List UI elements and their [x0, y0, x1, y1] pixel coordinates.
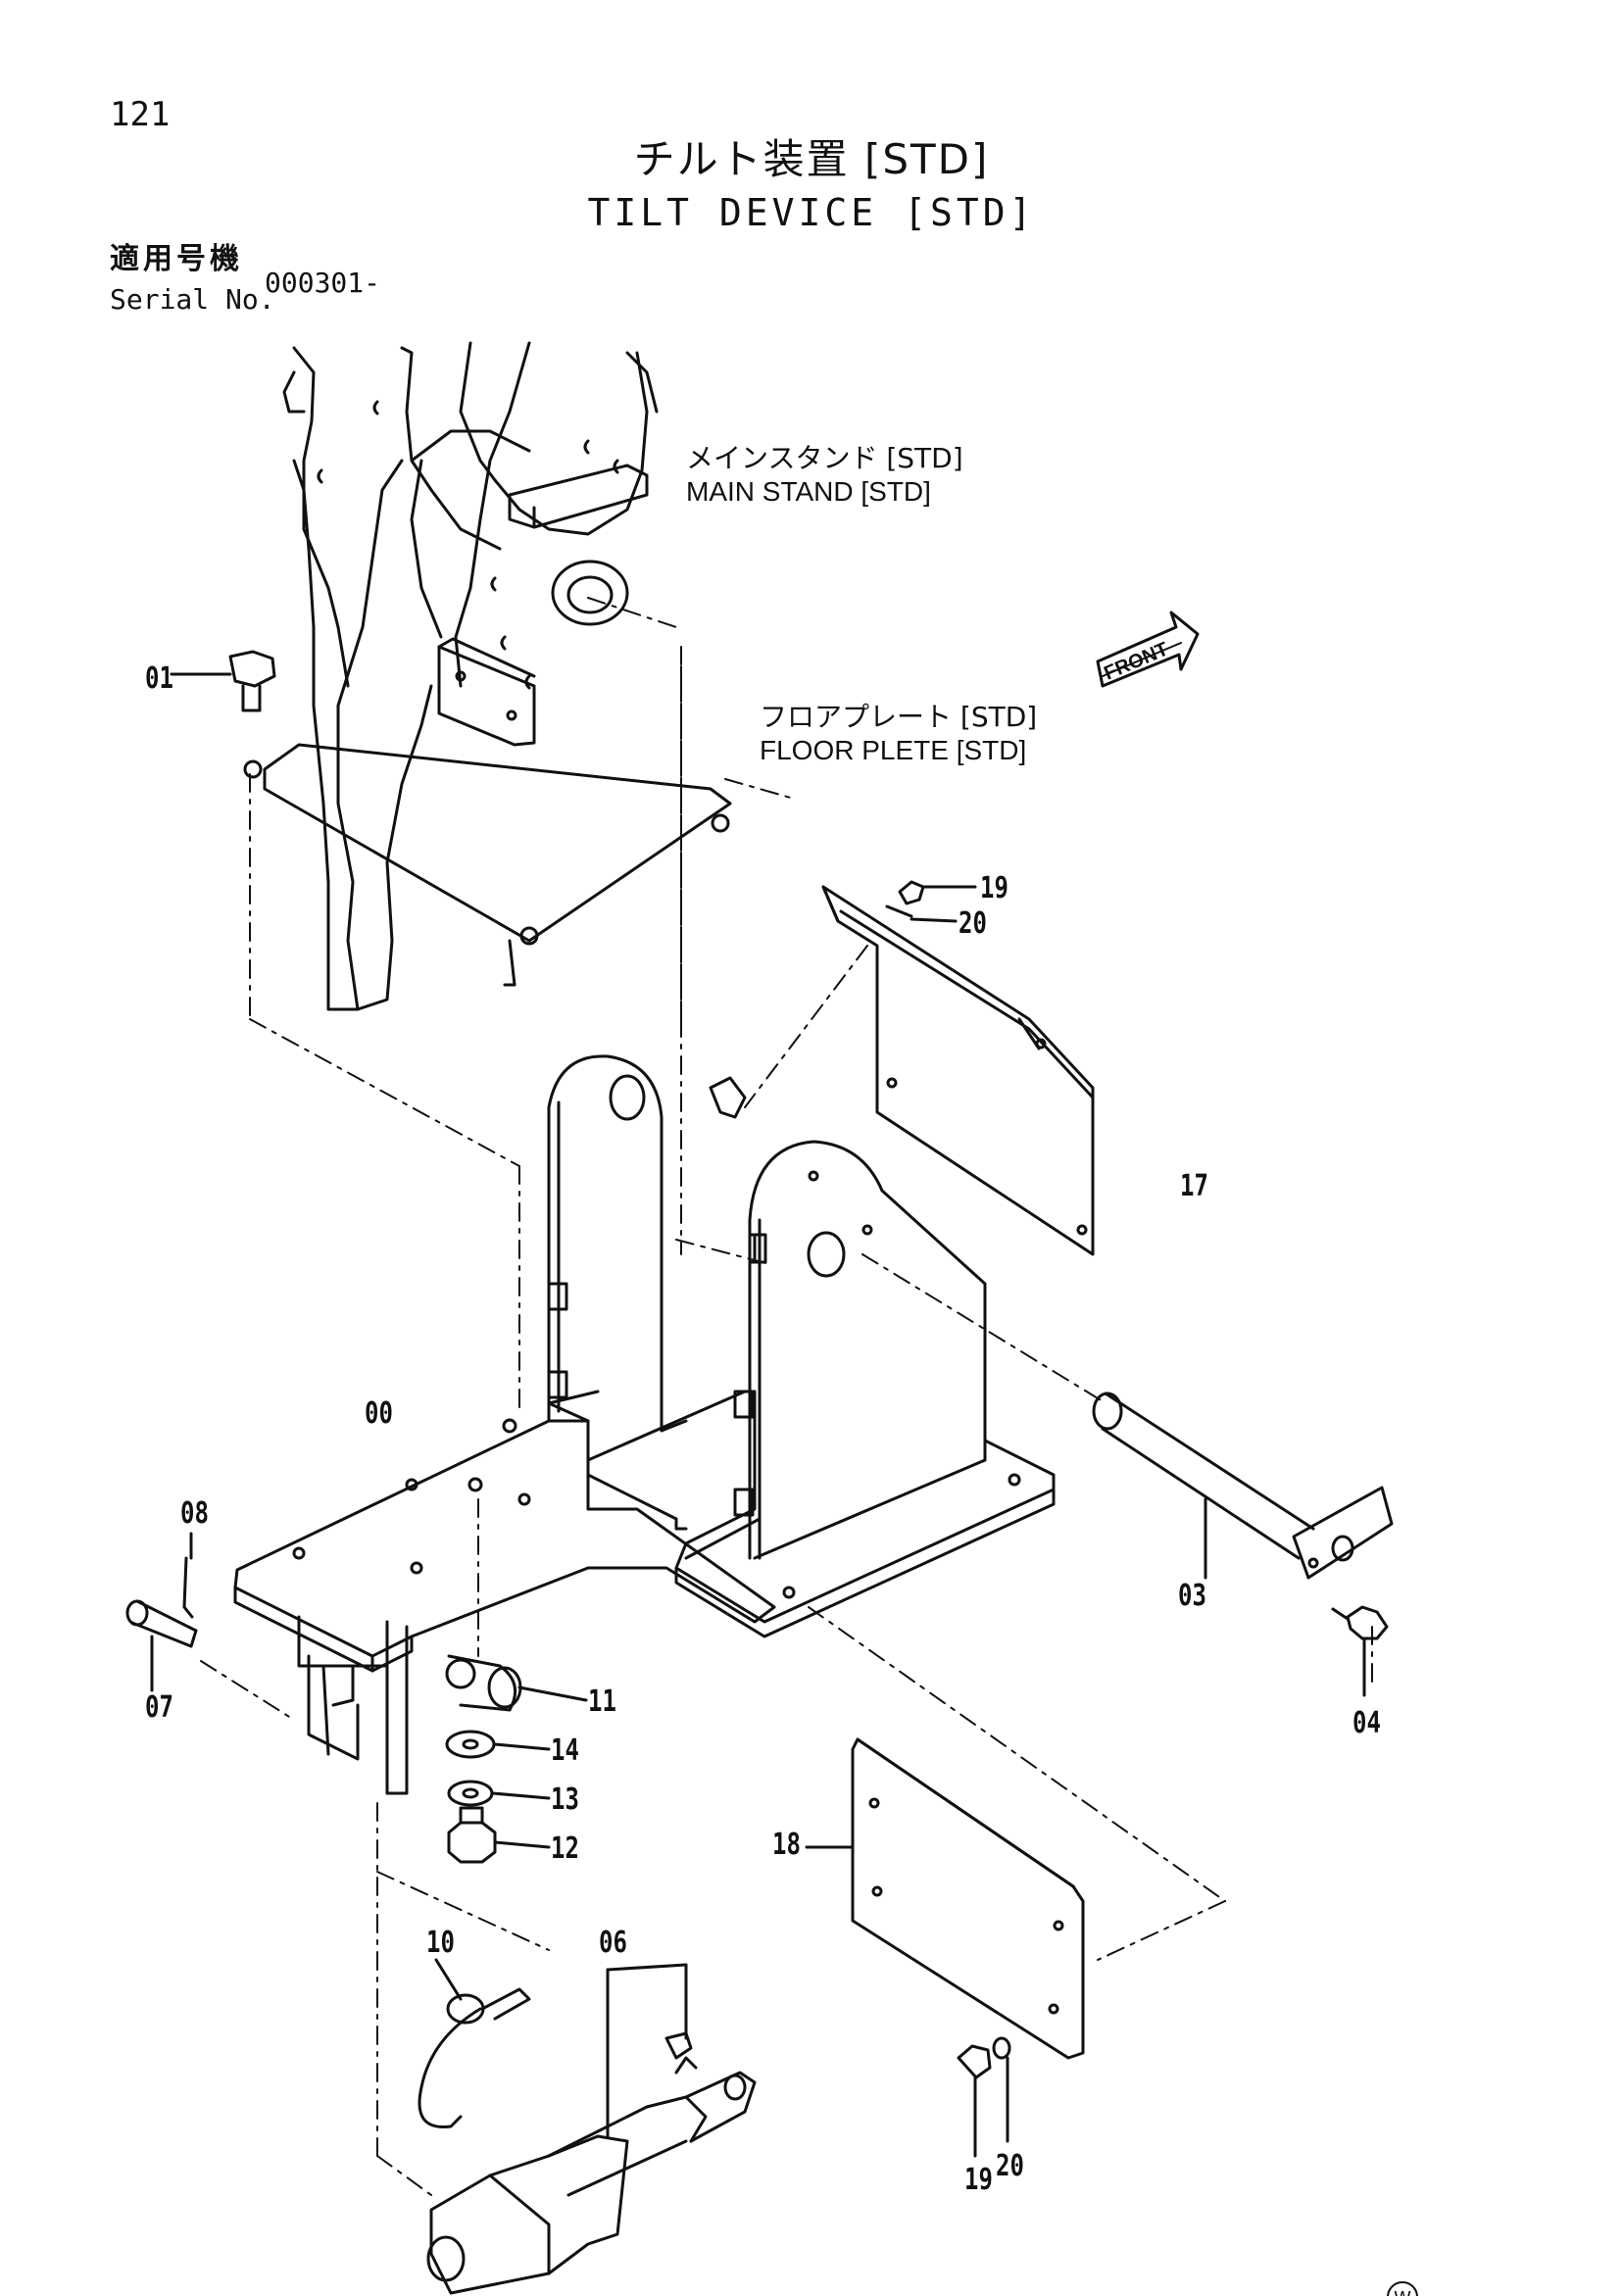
- serial-label-japanese: 適用号機: [110, 242, 243, 276]
- serial-label-english: Serial No.: [110, 283, 275, 316]
- lower-bracket: [297, 1615, 409, 1795]
- base-plate: [233, 1390, 776, 1673]
- main-stand-note-japanese: メインスタンド [STD]: [686, 442, 963, 474]
- nut-12: [447, 1806, 551, 1864]
- part-label-13: 13: [551, 1783, 579, 1817]
- part-label-20-bottom: 20: [996, 2149, 1024, 2183]
- part-label-19-top: 19: [980, 871, 1008, 905]
- floor-plate: [243, 743, 732, 987]
- title-english: TILT DEVICE [STD]: [587, 191, 1036, 234]
- main-stand-note-english: MAIN STAND [STD]: [686, 476, 931, 507]
- part-label-08: 08: [180, 1496, 209, 1531]
- bolt-01: [170, 650, 276, 712]
- washer-13: [447, 1780, 551, 1807]
- part-label-19-bottom: 19: [964, 2163, 993, 2197]
- page-number: 121: [110, 95, 171, 134]
- floor-plate-note-japanese: フロアプレート [STD]: [760, 701, 1038, 733]
- bolt-04: [1331, 1605, 1389, 1697]
- part-label-03: 03: [1178, 1579, 1206, 1613]
- cover-panel-17: [821, 880, 1095, 1256]
- right-upright: [733, 1140, 987, 1560]
- part-label-01: 01: [145, 661, 173, 696]
- washer-14: [445, 1730, 551, 1759]
- part-label-12: 12: [551, 1832, 579, 1866]
- spacer-block: [709, 1076, 747, 1119]
- part-label-14: 14: [551, 1734, 579, 1768]
- part-label-00: 00: [365, 1396, 393, 1431]
- part-label-06: 06: [599, 1926, 627, 1960]
- floor-plate-note-english: FLOOR PLETE [STD]: [760, 735, 1027, 765]
- left-upright: [547, 1054, 688, 1433]
- w-stamp-icon: W: [1387, 2281, 1418, 2296]
- pin-shaft-03: [1092, 1392, 1394, 1580]
- clamp-11: [445, 1654, 588, 1712]
- title-japanese: チルト装置 [STD]: [633, 135, 990, 183]
- pin-07: [125, 1599, 198, 1692]
- clip-08: [182, 1532, 194, 1619]
- part-label-10: 10: [426, 1926, 455, 1960]
- svg-text:W: W: [1394, 2288, 1411, 2296]
- part-label-18: 18: [772, 1828, 801, 1862]
- mounting-base: [586, 1390, 1056, 1638]
- part-label-20-top: 20: [959, 906, 987, 941]
- assembly-lines: [200, 597, 1373, 2196]
- cover-panel-18: [805, 1737, 1085, 2158]
- part-label-04: 04: [1352, 1706, 1381, 1740]
- part-label-11: 11: [588, 1685, 616, 1719]
- part-label-07: 07: [145, 1690, 173, 1725]
- main-stand: [282, 341, 659, 1011]
- front-arrow-icon: [1096, 611, 1200, 688]
- linear-actuator-06: [418, 1958, 757, 2295]
- part-label-17: 17: [1180, 1169, 1208, 1203]
- serial-number-value: 000301-: [265, 267, 381, 299]
